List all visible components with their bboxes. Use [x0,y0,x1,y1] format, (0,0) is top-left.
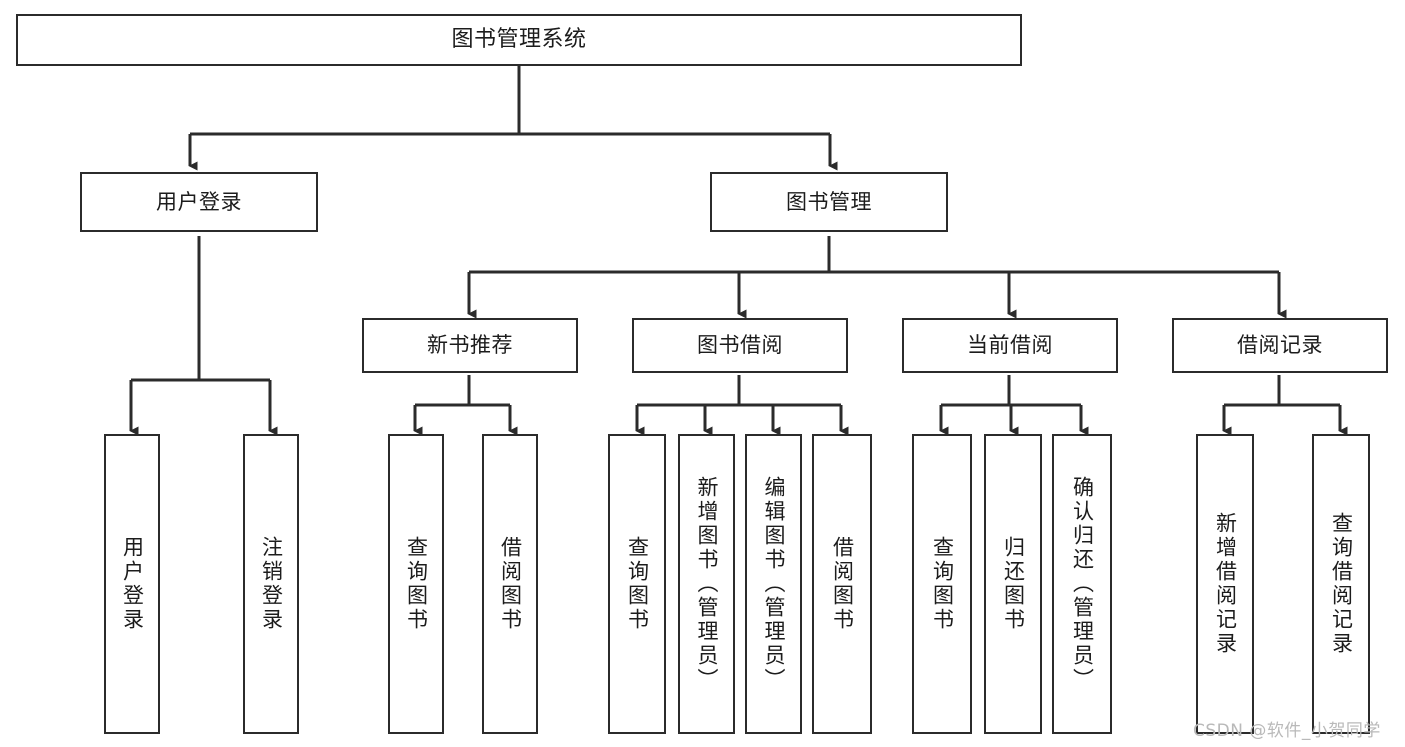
node-label: 用户登录 [156,189,242,214]
node-label: 新增图书（管理员） [695,476,719,692]
node-label: 查询借阅记录 [1329,512,1354,656]
node-user-login[interactable]: 用户登录 [80,172,318,232]
node-label: 图书借阅 [697,333,783,358]
node-label: 确认归还（管理员） [1070,476,1095,692]
node-leaf-user-login[interactable]: 用户登录 [104,434,160,734]
node-label: 查询图书 [625,536,650,632]
node-book-management[interactable]: 图书管理 [710,172,948,232]
node-label: 注销登录 [259,536,284,632]
node-leaf-query-borrow-record[interactable]: 查询借阅记录 [1312,434,1370,734]
node-label: 新增借阅记录 [1213,512,1238,656]
node-label: 借阅图书 [498,536,523,632]
node-label: 借阅图书 [830,536,855,632]
node-root-book-management-system[interactable]: 图书管理系统 [16,14,1022,66]
node-leaf-logout-login[interactable]: 注销登录 [243,434,299,734]
csdn-watermark: CSDN @软件_小贺同学 [1193,721,1381,741]
node-leaf-borrow-book[interactable]: 借阅图书 [812,434,872,734]
node-leaf-add-book[interactable]: 新增图书（管理员） [678,434,735,734]
node-label: 用户登录 [120,536,145,632]
node-leaf-confirm-return[interactable]: 确认归还（管理员） [1052,434,1112,734]
node-label: 查询图书 [404,536,429,632]
node-leaf-add-borrow-record[interactable]: 新增借阅记录 [1196,434,1254,734]
node-leaf-return-book[interactable]: 归还图书 [984,434,1042,734]
node-label: 当前借阅 [967,333,1053,358]
node-leaf-borrow-book-recommend[interactable]: 借阅图书 [482,434,538,734]
node-current-borrow[interactable]: 当前借阅 [902,318,1118,373]
node-leaf-query-book-current[interactable]: 查询图书 [912,434,972,734]
node-label: 图书管理 [786,189,872,214]
node-label: 借阅记录 [1237,333,1323,358]
node-new-book-recommend[interactable]: 新书推荐 [362,318,578,373]
node-book-borrow[interactable]: 图书借阅 [632,318,848,373]
node-label: 查询图书 [930,536,955,632]
node-borrow-record[interactable]: 借阅记录 [1172,318,1388,373]
node-leaf-query-book-recommend[interactable]: 查询图书 [388,434,444,734]
node-leaf-query-book-borrow[interactable]: 查询图书 [608,434,666,734]
node-leaf-edit-book[interactable]: 编辑图书（管理员） [745,434,802,734]
node-label: 编辑图书（管理员） [762,476,786,692]
node-label: 图书管理系统 [451,27,587,53]
node-label: 新书推荐 [427,333,513,358]
node-label: 归还图书 [1001,536,1026,632]
